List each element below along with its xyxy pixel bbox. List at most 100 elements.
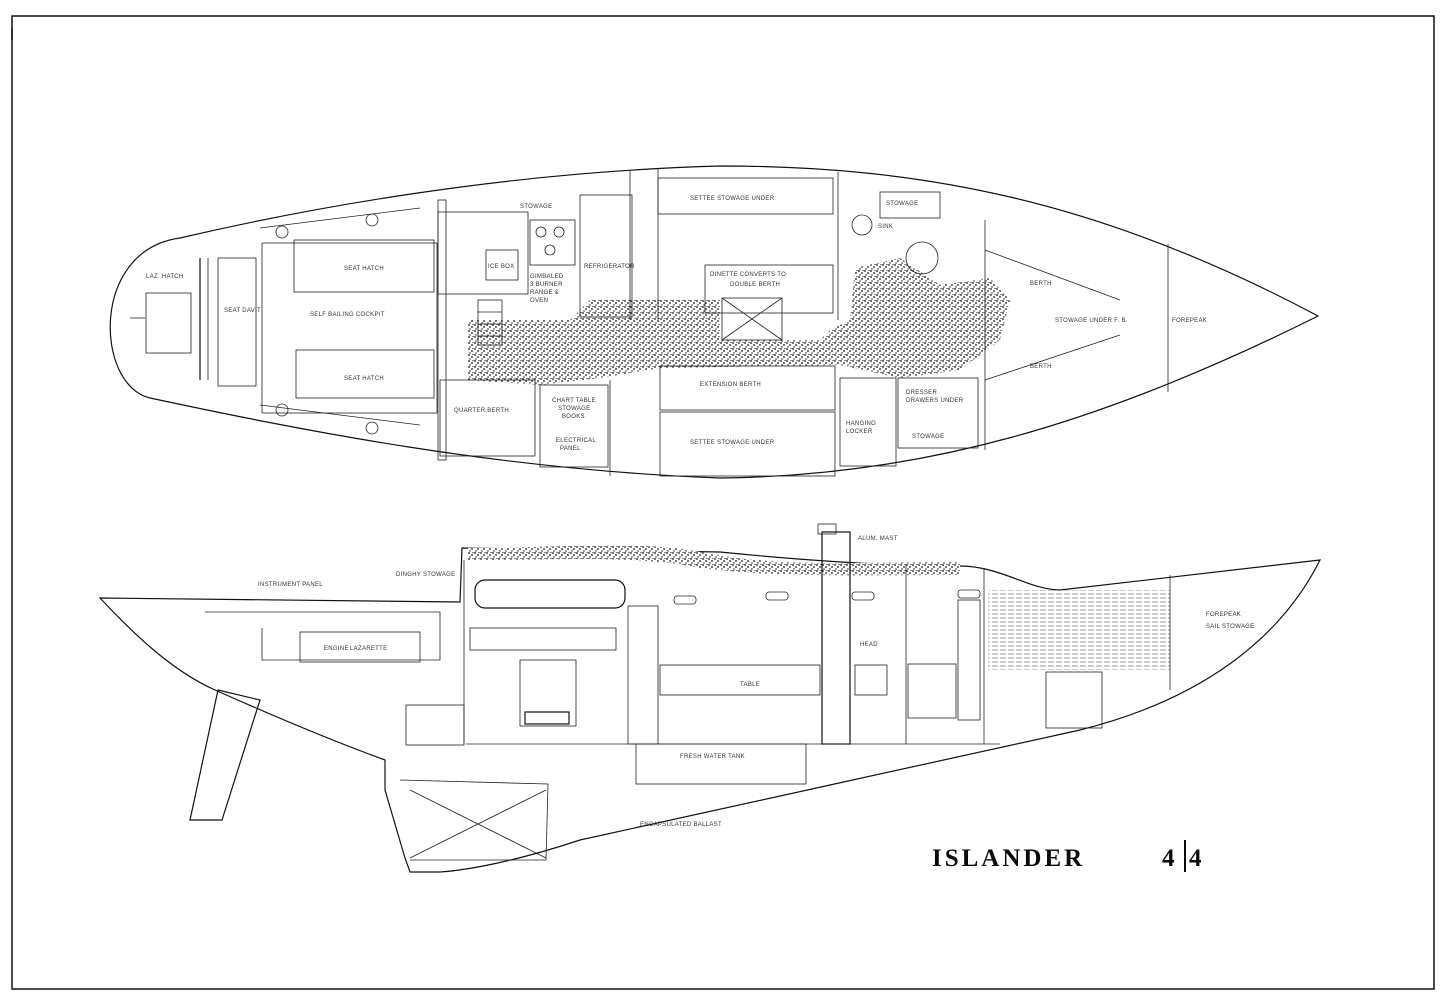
plan-label-oven: OVEN (530, 298, 548, 304)
plan-burner-1 (535, 226, 547, 238)
plan-label-range: RANGE & (530, 290, 559, 296)
profile-portlight-2 (765, 591, 789, 601)
plan-dinette-table (721, 297, 783, 341)
plan-icebox (485, 249, 519, 281)
profile-settee-back (659, 664, 821, 696)
plan-winch-2 (365, 213, 379, 227)
plan-ladder (477, 299, 503, 346)
profile-sole-block (1045, 671, 1103, 729)
profile-label-instrument: INSTRUMENT PANEL (258, 582, 323, 588)
plan-label-self-bailing: SELF BAILING COCKPIT (310, 312, 385, 318)
plan-genoa-track-top (259, 207, 421, 229)
plan-label-sink: SINK (878, 224, 893, 230)
profile-label-sail-stowage: SAIL STOWAGE (1206, 624, 1254, 630)
plan-burner-2 (553, 226, 565, 238)
plan-winch-4 (365, 421, 379, 435)
plan-label-berth-bottom: BERTH (1030, 364, 1052, 370)
plan-label-chart-table: CHART TABLE (552, 398, 596, 404)
plan-label-locker: LOCKER (846, 429, 873, 435)
profile-keel-diag-2 (409, 789, 547, 859)
plan-label-double-berth: DOUBLE BERTH (730, 282, 780, 288)
plan-table-diag-2 (721, 297, 783, 341)
title-model-left: 4 (1162, 845, 1178, 872)
plan-label-panel: PANEL (560, 446, 581, 452)
plan-label-stowage-under: STOWAGE UNDER F. B. (1055, 318, 1128, 324)
profile-head-cabinet (907, 663, 957, 719)
plan-label-ice-box: ICE BOX (488, 264, 514, 270)
plan-label-gimbaled: GIMBALED (530, 274, 564, 280)
plan-label-refrigerator: REFRIGERATOR (584, 264, 635, 270)
plan-hanging-locker (839, 377, 897, 467)
profile-hull-outline (98, 547, 1322, 873)
plan-stove (529, 219, 576, 266)
plan-label-stowage-fwd: STOWAGE (886, 201, 918, 207)
plan-chart-table (539, 384, 609, 468)
profile-forepeak-hatch (988, 590, 1170, 670)
title-name: ISLANDER (932, 845, 1085, 872)
plan-label-lazarette: LAZ. HATCH (146, 274, 184, 280)
plan-extension-berth (659, 365, 836, 411)
profile-portlight-3 (851, 591, 875, 601)
plan-label-chart-stowage: STOWAGE (558, 406, 590, 412)
plan-label-electrical: ELECTRICAL (556, 438, 596, 444)
title-block: ISLANDER 4 4 (932, 840, 1205, 872)
plan-settee-top (657, 177, 834, 215)
plan-refrigerator (579, 194, 633, 318)
profile-rudder (189, 689, 261, 821)
profile-label-alum-mast: ALUM. MAST (858, 536, 898, 542)
plan-label-stowage-bottom: STOWAGE (912, 434, 944, 440)
profile-settee-back-2 (854, 664, 888, 696)
plan-label-dresser: DRESSER (906, 390, 937, 396)
title-model-right: 4 (1189, 845, 1205, 872)
plan-label-stowage-top: STOWAGE (520, 204, 552, 210)
profile-label-table: TABLE (740, 682, 760, 688)
plan-seat-hatch-top (293, 239, 435, 293)
profile-portlight-4 (957, 589, 981, 599)
plan-dresser (897, 377, 979, 449)
plan-label-extension-berth: EXTENSION BERTH (700, 382, 761, 388)
profile-hanging-locker (957, 599, 981, 721)
profile-label-ballast: ENCAPSULATED BALLAST (640, 822, 722, 828)
profile-label-engine: ENGINE (324, 646, 349, 652)
plan-toilet (851, 214, 873, 236)
plan-aft-hatch (437, 199, 447, 461)
plan-genoa-track-bottom (259, 404, 421, 426)
plan-label-forepeak: FOREPEAK (1172, 318, 1207, 324)
profile-portlight-main (474, 579, 626, 609)
plan-winch-1 (275, 225, 289, 239)
plan-vberth-edge-top (984, 249, 1121, 301)
plan-view: LAZ. HATCH SEAT HATCH SEAT HATCH SELF BA… (109, 165, 1320, 479)
plan-vberth-edge-bottom (984, 334, 1121, 381)
profile-label-lazarette: LAZARETTE (350, 646, 387, 652)
plan-label-hanging-locker: HANGING (846, 421, 876, 427)
plan-dinette (704, 264, 834, 314)
page-border (11, 15, 1435, 990)
profile-label-dinghy: DINGHY STOWAGE (396, 572, 455, 578)
profile-bulkhead-a (627, 605, 659, 745)
profile-galley-block (519, 659, 577, 727)
plan-label-chart-books: BOOKS (562, 414, 585, 420)
plan-label-seat-hatch-top: SEAT HATCH (344, 266, 384, 272)
plan-label-quarter-berth: QUARTER BERTH (454, 408, 509, 414)
profile-label-head: HEAD (860, 642, 878, 648)
plan-cabin-sole (468, 258, 1010, 385)
plan-label-seat-davit: SEAT DAVIT (224, 308, 261, 314)
plan-settee-bottom (659, 411, 836, 477)
plan-label-settee-top: SETTEE STOWAGE UNDER (690, 196, 775, 202)
plan-label-dinette: DINETTE CONVERTS TO (710, 272, 786, 278)
profile-dinghy (405, 704, 465, 746)
plan-label-settee-bottom: SETTEE STOWAGE UNDER (690, 440, 775, 446)
plan-seat-hatch-bottom (295, 349, 435, 399)
profile-label-forepeak: FOREPEAK (1206, 612, 1241, 618)
plan-label-seat-hatch-bottom: SEAT HATCH (344, 376, 384, 382)
profile-mast-cap (817, 523, 837, 535)
profile-portlight-1 (673, 595, 697, 605)
profile-oven (524, 711, 570, 725)
plan-label-drawers: DRAWERS UNDER (906, 398, 964, 404)
profile-tank (635, 743, 807, 785)
plan-label-burner: 3 BURNER (530, 282, 563, 288)
plan-label-berth-top: BERTH (1030, 281, 1052, 287)
plan-hull-outline (109, 165, 1320, 479)
plan-galley (437, 211, 529, 295)
